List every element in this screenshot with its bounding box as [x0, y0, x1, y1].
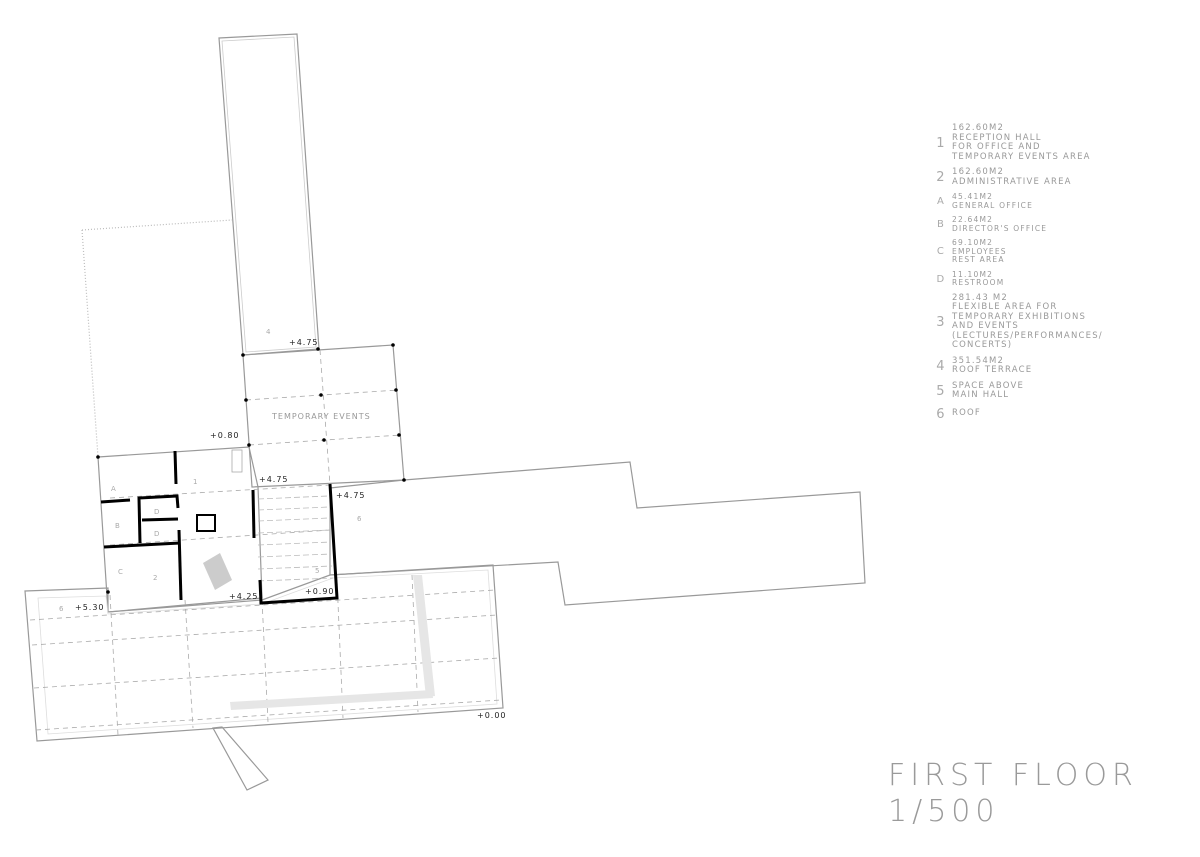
room-label: B [115, 522, 120, 530]
legend-desc: ADMINISTRATIVE AREA [952, 176, 1072, 187]
legend-desc: GENERAL OFFICE [952, 200, 1034, 210]
room-label: A [111, 485, 116, 493]
legend-key: D [936, 273, 946, 285]
entrance-ramp [212, 726, 269, 791]
legend-desc: RECEPTION HALL [952, 132, 1042, 143]
room-label: 6 [357, 515, 362, 523]
title-floor: FIRST FLOOR [888, 758, 1138, 793]
legend-desc: ROOF TERRACE [952, 365, 1033, 375]
level-mark: +4.75 [289, 338, 319, 347]
legend-desc: RESTROOM [952, 278, 1005, 287]
legend-desc: EMPLOYEES [952, 246, 1007, 256]
room-label: D [154, 508, 159, 516]
elevator-icon [196, 514, 216, 532]
level-mark: +0.80 [210, 431, 240, 440]
room-label: 4 [266, 328, 271, 336]
legend-area: 162.60M2 [952, 167, 1005, 177]
legend-key: C [936, 246, 946, 258]
level-mark: +4.75 [259, 475, 289, 484]
legend-key: 5 [936, 383, 946, 399]
drawing-title: FIRST FLOOR 1/500 [888, 758, 1138, 830]
legend-desc: AND EVENTS [952, 321, 1019, 331]
legend-key: 4 [936, 358, 946, 374]
legend-desc: ROOF [952, 408, 981, 419]
level-mark: +4.75 [336, 491, 366, 500]
level-mark: +5.30 [75, 603, 105, 612]
admin-block-outline [97, 446, 263, 613]
legend-desc: TEMPORARY EVENTS AREA [952, 151, 1091, 162]
paving-strip [230, 575, 435, 710]
legend-key: 3 [936, 314, 946, 330]
legend-desc: SPACE ABOVE [952, 380, 1025, 391]
shaft [231, 449, 243, 473]
room-label: 1 [193, 478, 197, 486]
legend-area: 45.41M2 [952, 192, 994, 201]
legend-text: ROOF [952, 409, 981, 419]
zone-label: TEMPORARY EVENTS [271, 412, 371, 421]
legend-item: 6 ROOF [930, 407, 1170, 422]
legend-desc: CONCERTS) [952, 340, 1013, 350]
staircase-hatch [203, 553, 232, 590]
title-scale: 1/500 [888, 794, 1000, 829]
level-mark: +0.90 [305, 587, 335, 596]
columns [96, 343, 406, 594]
level-mark: +0.00 [477, 711, 507, 720]
legend-area: 351.54M2 [952, 355, 1005, 366]
legend-key: 6 [936, 406, 946, 422]
room-label: D [154, 530, 159, 538]
legend-desc: DIRECTOR'S OFFICE [952, 223, 1048, 233]
roof-wing-outline [329, 461, 866, 606]
legend-area: 69.10M2 [952, 238, 994, 247]
legend-area: 281.43 M2 [952, 292, 1008, 303]
legend-desc: TEMPORARY EXHIBITIONS [952, 311, 1087, 322]
level-mark: +4.25 [229, 592, 259, 601]
legend-key: A [936, 196, 946, 207]
legend-desc: MAIN HALL [952, 390, 1010, 400]
legend-desc: FOR OFFICE AND [952, 142, 1041, 152]
room-label: 6 [59, 605, 64, 613]
room-label: 2 [153, 574, 157, 582]
legend-desc: FLEXIBLE AREA FOR [952, 302, 1058, 312]
room-label: C [118, 568, 123, 576]
stair-treads [257, 495, 334, 582]
legend-key: 2 [936, 170, 946, 185]
legend-key: 1 [936, 135, 946, 151]
legend-key: B [936, 219, 946, 230]
legend-area: 11.10M2 [952, 269, 994, 279]
legend-area: 22.64M2 [952, 215, 994, 224]
lower-plate-outline [24, 564, 504, 742]
legend-desc: REST AREA [952, 255, 1005, 264]
room-label: 5 [315, 567, 319, 575]
legend-desc: (LECTURES/PERFORMANCES/ [952, 330, 1103, 341]
walls [100, 450, 339, 605]
legend-area: 162.60M2 [952, 123, 1005, 133]
